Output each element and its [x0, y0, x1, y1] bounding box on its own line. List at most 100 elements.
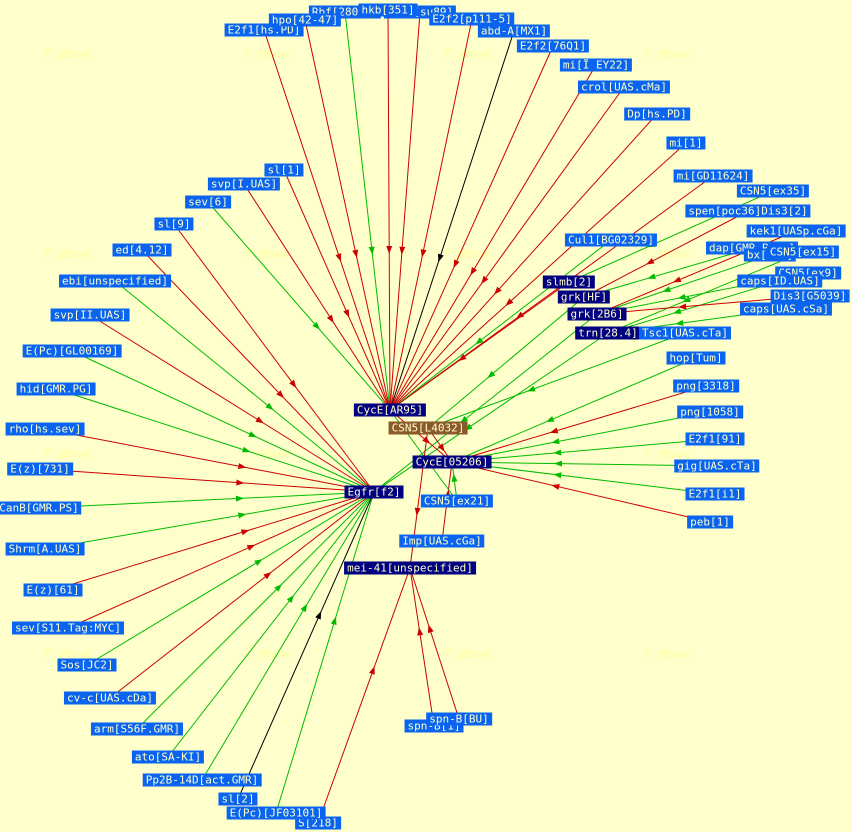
- node-crol[interactable]: crol[UAS.cMa]: [577, 80, 671, 94]
- node-grkHF[interactable]: grk[HF]: [557, 290, 611, 304]
- node-cvc[interactable]: cv-c[UAS.cDa]: [63, 691, 157, 705]
- node-ed[interactable]: ed[4.12]: [112, 243, 172, 257]
- node-e2f191[interactable]: E2f1[91]: [685, 432, 745, 446]
- edge-arrow-icon: [675, 319, 684, 326]
- node-sl1[interactable]: sl[1]: [264, 163, 304, 177]
- node-sl2[interactable]: sl[2]: [218, 792, 258, 806]
- edge-arrow-icon: [246, 544, 256, 551]
- node-spnbbu[interactable]: spn-B[BU]: [426, 712, 492, 726]
- node-png3318[interactable]: png[3318]: [673, 379, 739, 393]
- edge-slmb-cycAR95: [389, 281, 570, 411]
- edge-sl1-cycAR95: [283, 169, 391, 411]
- node-ato[interactable]: ato[SA-KI]: [131, 750, 205, 764]
- node-mi1[interactable]: mi[1]: [666, 136, 706, 150]
- edge-arrow-icon: [553, 449, 562, 456]
- node-e2f276[interactable]: E2f2[76Q1]: [516, 39, 590, 53]
- edge-arrow-icon: [237, 512, 247, 519]
- node-s218[interactable]: S[218]: [295, 816, 341, 830]
- flybase-watermark: FlyBase: [43, 47, 91, 61]
- node-png1058[interactable]: png[1058]: [677, 405, 743, 419]
- node-capsid[interactable]: caps[ID.UAS]: [737, 274, 823, 288]
- node-e2f2p[interactable]: E2f2[p111-5]: [429, 12, 515, 26]
- node-trn[interactable]: trn[28.4]: [575, 326, 641, 340]
- node-gig[interactable]: gig[UAS.cTa]: [674, 459, 760, 473]
- edge-arrow-icon: [672, 276, 682, 283]
- node-svpI[interactable]: svp[I.UAS]: [207, 177, 281, 191]
- node-imp[interactable]: Imp[UAS.cGa]: [399, 534, 485, 548]
- edge-hid-egfr: [55, 388, 375, 493]
- node-csnex15[interactable]: CSN5[ex15]: [766, 245, 840, 259]
- node-capsuas[interactable]: caps[UAS.cSa]: [739, 302, 833, 316]
- node-miey[interactable]: mi[Ï EY22]: [559, 58, 633, 72]
- node-peb[interactable]: peb[1]: [687, 515, 733, 529]
- node-shrm[interactable]: Shrm[A.UAS]: [5, 542, 85, 556]
- node-cycAR95[interactable]: CycE[AR95]: [353, 403, 427, 417]
- node-spen[interactable]: spen[poc36]Dis3[2]: [685, 204, 811, 218]
- edge-arrow-icon: [326, 314, 334, 323]
- node-ebi[interactable]: ebi[unspecified]: [59, 274, 171, 288]
- node-csnex35[interactable]: CSN5[ex35]: [736, 184, 810, 198]
- node-ez731[interactable]: E(z)[731]: [7, 462, 73, 476]
- flybase-watermark: FlyBase: [443, 647, 491, 661]
- node-hkb[interactable]: hkb[351]: [358, 3, 418, 17]
- edge-shrm-egfr: [44, 491, 375, 550]
- edge-arrow-icon: [551, 483, 560, 490]
- edge-miey-cycAR95: [389, 64, 597, 411]
- edge-arrow-icon: [527, 385, 536, 392]
- edge-arrow-icon: [494, 286, 502, 295]
- node-sevs11[interactable]: sev[S11.Tag:MYC]: [12, 621, 124, 635]
- node-tsc1[interactable]: Tsc1[UAS.cTa]: [638, 326, 732, 340]
- edge-e2f1i1-cyc05206: [451, 461, 716, 495]
- edge-epcgl-egfr: [71, 350, 375, 493]
- node-csnex21[interactable]: CSN5[ex21]: [420, 494, 494, 508]
- node-e2f1hs[interactable]: E2f1[hs.PD]: [224, 23, 304, 37]
- edge-arrow-icon: [315, 611, 322, 620]
- node-csnL[interactable]: CSN5[L4032]: [388, 421, 468, 435]
- edge-arrow-icon: [549, 427, 559, 434]
- edge-rho-egfr: [44, 428, 375, 493]
- node-hid[interactable]: hid[GMR.PG]: [16, 382, 96, 396]
- node-sos[interactable]: Sos[JC2]: [57, 658, 117, 672]
- node-migd[interactable]: mi[GD11624]: [673, 169, 753, 183]
- node-hpo[interactable]: hpo[42-47]: [268, 13, 342, 27]
- node-sev6[interactable]: sev[6]: [185, 195, 231, 209]
- node-e2f1i1[interactable]: E2f1[i1]: [685, 487, 745, 501]
- edge-arrow-icon: [242, 446, 251, 453]
- edge-sl2-egfr: [237, 491, 375, 800]
- edge-arrow-icon: [662, 286, 671, 292]
- node-egfr[interactable]: Egfr[f2]: [344, 485, 404, 499]
- node-pp2b[interactable]: Pp2B-14D[act.GMR]: [142, 773, 262, 787]
- node-hop[interactable]: hop[Tum]: [666, 351, 726, 365]
- edge-arrow-icon: [289, 379, 297, 389]
- node-epcjf[interactable]: E(Pc)[JF03101]: [226, 806, 326, 820]
- node-cul1[interactable]: Cul1[BG02329]: [564, 233, 658, 247]
- node-dis3[interactable]: Dis3[G5039]: [770, 289, 850, 303]
- edge-arrow-icon: [300, 603, 308, 613]
- node-epcgl[interactable]: E(Pc)[GL00169]: [22, 344, 122, 358]
- edge-e2f191-cyc05206: [451, 438, 716, 463]
- edge-arrow-icon: [286, 594, 295, 603]
- edge-arrow-icon: [437, 253, 444, 263]
- node-arm[interactable]: arm[S56F.GMR]: [90, 722, 184, 736]
- node-cyc05206[interactable]: CycE[05206]: [412, 455, 492, 469]
- edge-arrow-icon: [369, 666, 375, 675]
- edge-hkb-cycAR95: [387, 9, 391, 411]
- node-grk2B6[interactable]: grk[2B6]: [567, 307, 627, 321]
- node-kek1[interactable]: kek1[UASp.cGa]: [746, 224, 846, 238]
- node-sl9[interactable]: sl[9]: [154, 217, 194, 231]
- node-slmb[interactable]: slmb[2]: [542, 275, 596, 289]
- node-ez61[interactable]: E(z)[61]: [23, 583, 83, 597]
- node-mei41[interactable]: mei-41[unspecified]: [344, 561, 476, 575]
- node-rho[interactable]: rho[hs.sev]: [5, 422, 85, 436]
- edge-arrow-icon: [437, 443, 445, 452]
- node-abda[interactable]: abd-A[MX1]: [477, 24, 551, 38]
- node-svpII[interactable]: svp[II.UAS]: [50, 308, 130, 322]
- node-dp[interactable]: Dp[hs.PD]: [624, 107, 690, 121]
- edge-mi1-cycAR95: [389, 142, 687, 411]
- flybase-watermark: FlyBase: [43, 647, 91, 661]
- edge-ez731-egfr: [39, 468, 375, 493]
- node-canb[interactable]: CanB[GMR.PS]: [0, 501, 82, 515]
- edge-ed-egfr: [141, 249, 375, 493]
- edge-e2f1hs-cycAR95: [263, 29, 391, 411]
- edge-rbf-cycAR95: [344, 11, 391, 411]
